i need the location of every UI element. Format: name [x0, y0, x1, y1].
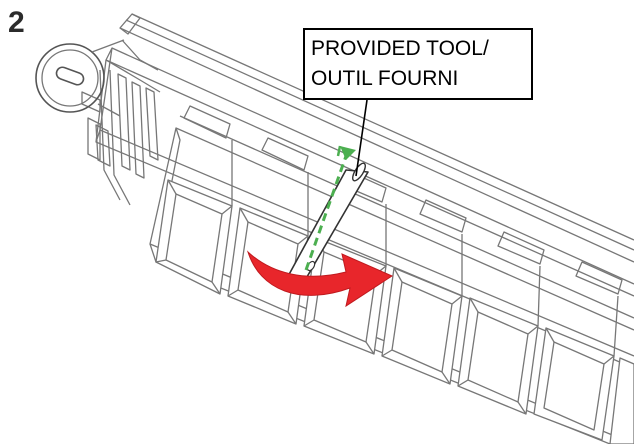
callout-line-english: PROVIDED TOOL/	[311, 37, 489, 60]
provided-tool	[285, 162, 369, 283]
louver-grille	[149, 105, 634, 444]
mounting-bracket	[35, 39, 125, 117]
callout-leader	[355, 99, 368, 177]
callout-line-french: OUTIL FOURNI	[311, 67, 459, 90]
fixture-housing	[81, 13, 634, 369]
rotation-arrow-icon	[246, 250, 394, 308]
guide-arrow-icon	[304, 145, 356, 271]
tool-callout-label: PROVIDED TOOL/ OUTIL FOURNI	[303, 28, 533, 100]
step-number: 2	[8, 6, 25, 39]
